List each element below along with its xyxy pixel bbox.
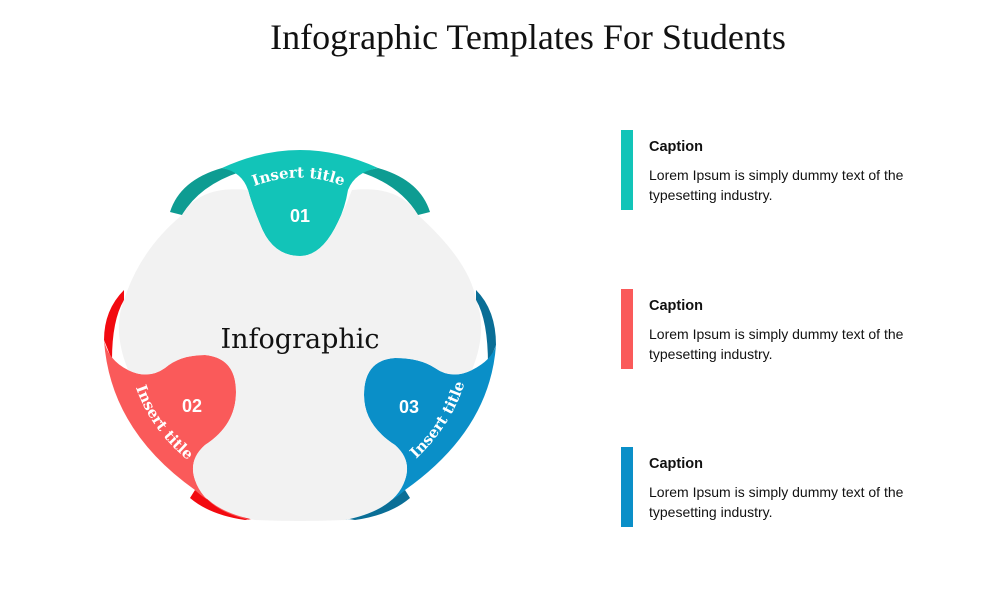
caption-3-color-bar: [621, 447, 633, 527]
segment-03[interactable]: [342, 290, 496, 520]
caption-3-title: Caption: [649, 456, 703, 472]
segment-02[interactable]: [104, 290, 258, 520]
segment-01-fold-right: [360, 168, 430, 215]
segment-03-fold-top: [476, 290, 496, 365]
segment-02-number: 02: [182, 396, 202, 416]
segment-01-shape: [222, 150, 378, 256]
segment-01[interactable]: [170, 150, 430, 256]
caption-block-1: Caption Lorem Ipsum is simply dummy text…: [621, 130, 961, 210]
caption-block-2: Caption Lorem Ipsum is simply dummy text…: [621, 289, 961, 369]
caption-1-text: Lorem Ipsum is simply dummy text of the …: [649, 167, 904, 203]
segment-01-fold-left: [170, 168, 240, 215]
segment-01-number: 01: [290, 206, 310, 226]
segment-03-shape: [345, 345, 496, 520]
segment-02-fold-top: [104, 290, 124, 360]
segment-03-fold-bottom: [342, 490, 410, 520]
caption-1-color-bar: [621, 130, 633, 210]
caption-2-color-bar: [621, 289, 633, 369]
caption-2-title: Caption: [649, 298, 703, 314]
segment-02-shape: [104, 340, 250, 520]
caption-block-3: Caption Lorem Ipsum is simply dummy text…: [621, 447, 961, 527]
center-circle: [118, 189, 482, 521]
caption-3-text: Lorem Ipsum is simply dummy text of the …: [649, 484, 904, 520]
segment-03-number: 03: [399, 397, 419, 417]
page-title-text: Infographic Templates For Students: [270, 17, 786, 57]
segment-02-fold-bottom: [190, 490, 258, 520]
caption-1-title: Caption: [649, 139, 703, 155]
page-title: Infographic Templates For Students: [0, 16, 1000, 58]
caption-2-text: Lorem Ipsum is simply dummy text of the …: [649, 326, 904, 362]
center-label: Infographic: [220, 324, 379, 355]
